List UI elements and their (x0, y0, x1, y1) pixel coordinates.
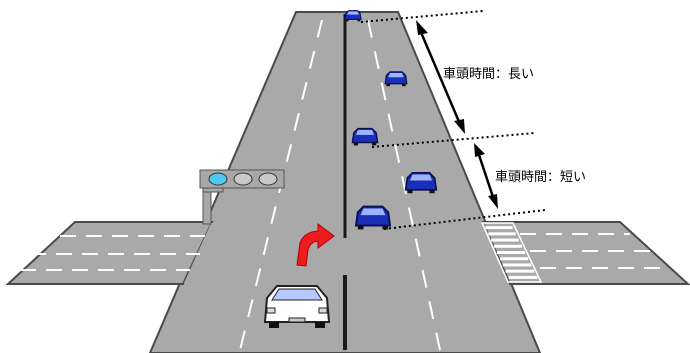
cross-street-markings (20, 233, 670, 271)
crosswalk-stripe (497, 251, 525, 254)
blue-car-icon (354, 205, 392, 230)
crosswalk-stripe (488, 232, 516, 236)
short-arrow-head-top (474, 143, 485, 157)
traffic-signal (199, 169, 285, 225)
signal-lamp-blue (208, 172, 228, 186)
right-turn-arrow-icon (296, 223, 335, 267)
long-arrow-head-bottom (454, 119, 465, 134)
headway-arrows (416, 20, 498, 209)
crosswalk-frame (480, 222, 543, 283)
headway-reference-lines (360, 10, 546, 230)
blue-car-icon (351, 127, 379, 146)
long-arrow-head-top (416, 20, 428, 35)
white-car-icon (263, 285, 331, 328)
through-traffic (344, 10, 438, 230)
crosswalk-stripe (485, 226, 513, 230)
lane-line-right (367, 19, 441, 351)
crosswalk-stripe (499, 257, 529, 261)
long-headway-label: 車頭時間：長い (443, 67, 534, 82)
blue-car-icon (344, 10, 362, 22)
crosswalk-stripe (505, 269, 535, 273)
long-headway-arrow (418, 29, 462, 125)
crosswalk-stripe (494, 244, 522, 248)
intersection-box (184, 223, 509, 283)
crosswalk (480, 222, 543, 283)
reference-line-3 (383, 209, 546, 230)
crosswalk-stripe (491, 238, 519, 242)
blue-car-icon (384, 71, 408, 87)
crosswalk-stripe (508, 275, 538, 279)
short-headway-arrow (476, 151, 496, 201)
crosswalk-stripe (502, 263, 532, 267)
signal-lamp-red (258, 172, 278, 186)
crosswalk-stripes (485, 226, 538, 279)
signal-lamp-yellow (233, 172, 253, 186)
short-headway-label: 車頭時間：短い (495, 170, 586, 185)
blue-car-icon (404, 171, 438, 194)
short-arrow-head-bottom (488, 194, 498, 209)
reference-line-1 (360, 10, 484, 23)
reference-line-2 (371, 132, 536, 148)
